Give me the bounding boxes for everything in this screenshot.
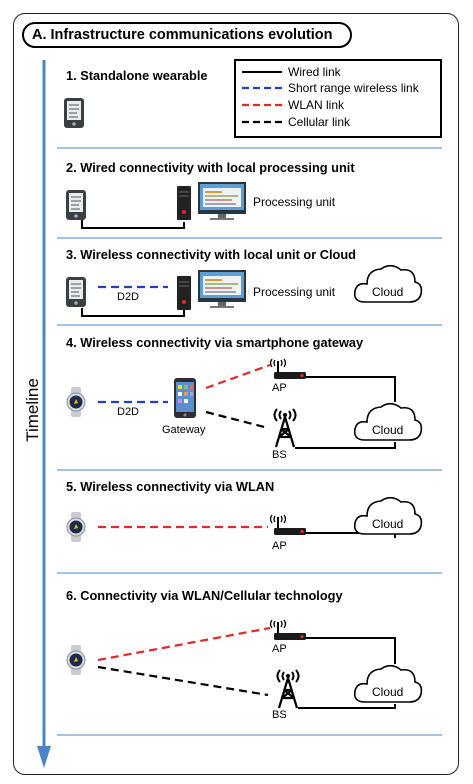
wearable-meter-icon [65, 189, 87, 221]
timeline-label: Timeline [23, 378, 42, 442]
processing-unit-label: Processing unit [253, 195, 336, 209]
figure-title: A. Infrastructure communications evoluti… [22, 22, 352, 48]
timeline-arrow [37, 60, 51, 768]
ap-label: AP [272, 643, 287, 655]
smartwatch-icon [66, 511, 86, 543]
stage-4-title: 4. Wireless connectivity via smartphone … [66, 335, 364, 350]
bs-label: BS [272, 709, 287, 721]
wired-link [306, 376, 396, 402]
computer-tower-icon [176, 275, 192, 311]
cloud-label: Cloud [372, 517, 403, 531]
cloud-label: Cloud [372, 685, 403, 699]
ap-label: AP [272, 382, 287, 394]
monitor-icon [197, 181, 247, 221]
stage-5-title: 5. Wireless connectivity via WLAN [66, 479, 274, 494]
legend-cellular-label: Cellular link [288, 115, 351, 129]
stage-6-title: 6. Connectivity via WLAN/Cellular techno… [66, 588, 343, 603]
wired-link [298, 704, 396, 709]
legend-wired-label: Wired link [288, 65, 342, 79]
wired-link [295, 442, 396, 449]
monitor-icon [197, 269, 247, 309]
access-point-icon [269, 514, 307, 536]
stage-3-title: 3. Wireless connectivity with local unit… [66, 247, 356, 262]
bs-label: BS [272, 449, 287, 461]
access-point-icon [269, 619, 307, 641]
stage-separators [57, 147, 442, 736]
d2d-label: D2D [117, 291, 139, 303]
smartwatch-icon [66, 386, 86, 418]
base-station-icon [276, 668, 300, 710]
cellular-link [205, 410, 269, 430]
legend-short-range-label: Short range wireless link [288, 81, 420, 95]
base-station-icon [273, 407, 297, 449]
computer-tower-icon [176, 185, 192, 221]
stage-1-title: 1. Standalone wearable [66, 68, 208, 83]
wearable-meter-icon [65, 276, 87, 308]
cloud-label: Cloud [372, 423, 403, 437]
wearable-meter-icon [63, 97, 85, 129]
ap-label: AP [272, 540, 287, 552]
wired-link [81, 308, 185, 317]
legend-wlan-label: WLAN link [288, 98, 345, 112]
wlan-link [97, 626, 271, 662]
gateway-label: Gateway [162, 424, 206, 436]
processing-unit-label: Processing unit [253, 285, 336, 299]
wired-link [81, 220, 185, 229]
cellular-link [97, 665, 269, 697]
d2d-label: D2D [117, 406, 139, 418]
cloud-label: Cloud [372, 285, 403, 299]
stage-2-title: 2. Wired connectivity with local process… [66, 160, 355, 175]
smartwatch-icon [66, 644, 86, 676]
access-point-icon [269, 358, 307, 380]
figure-frame [13, 13, 459, 775]
legend: Wired link Short range wireless link WLA… [234, 59, 442, 138]
wlan-link [205, 363, 271, 390]
wired-link [306, 637, 396, 664]
smartphone-icon [174, 378, 196, 418]
